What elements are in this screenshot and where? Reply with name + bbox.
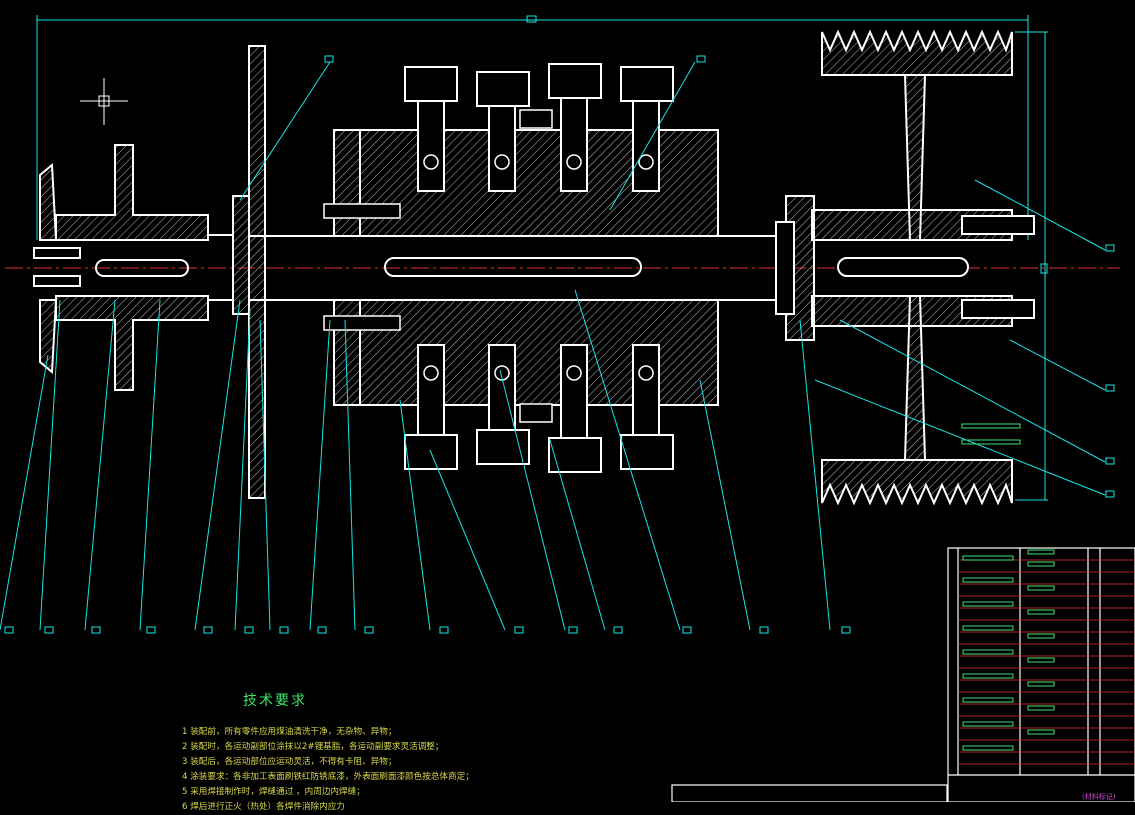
vertical-support-plate bbox=[232, 45, 266, 499]
bom-rows bbox=[958, 559, 1135, 765]
right-bearing bbox=[775, 195, 815, 341]
bom-text-marks bbox=[962, 549, 1055, 751]
left-coupling-hub bbox=[33, 144, 232, 391]
rotor-body-upper bbox=[333, 129, 719, 237]
pulley-notes bbox=[961, 423, 1021, 445]
hammer-pins bbox=[423, 154, 654, 381]
rotor-body-lower bbox=[333, 299, 719, 406]
overall-dimension bbox=[36, 15, 1048, 501]
title-block bbox=[671, 547, 1135, 802]
requirement-note: 6 焊后进行正火（热处）各焊件消除内应力 bbox=[182, 802, 345, 812]
rotor-bolts bbox=[323, 109, 553, 423]
hammers-lower bbox=[404, 344, 674, 473]
v-belt-pulley bbox=[811, 29, 1035, 506]
requirement-note: 1 装配前，所有零件应用煤油清洗干净，无杂物、异物； bbox=[182, 727, 397, 737]
requirement-note: 5 采用焊接制作时，焊缝通过 ，内周边内焊缝； bbox=[182, 787, 365, 797]
requirement-note: 4 涂装要求：各非加工表面刷铁红防锈底漆，外表面刷面漆颜色按总体商定； bbox=[182, 772, 474, 782]
requirement-note: 2 装配时，各运动副部位涂抹以2#锂基脂，各运动副要求灵活调整； bbox=[182, 742, 444, 752]
technical-requirements-title: 技术要求 bbox=[243, 693, 307, 709]
hammers-upper bbox=[404, 63, 674, 192]
ucs-crosshair bbox=[80, 78, 128, 125]
requirement-note: 3 装配后，各运动部位应运动灵活，不得有卡阻、异物； bbox=[182, 757, 397, 767]
title-block-stamp: (材料标记) bbox=[1082, 793, 1116, 801]
part-balloons bbox=[4, 55, 1115, 634]
leader-lines bbox=[0, 61, 1106, 631]
